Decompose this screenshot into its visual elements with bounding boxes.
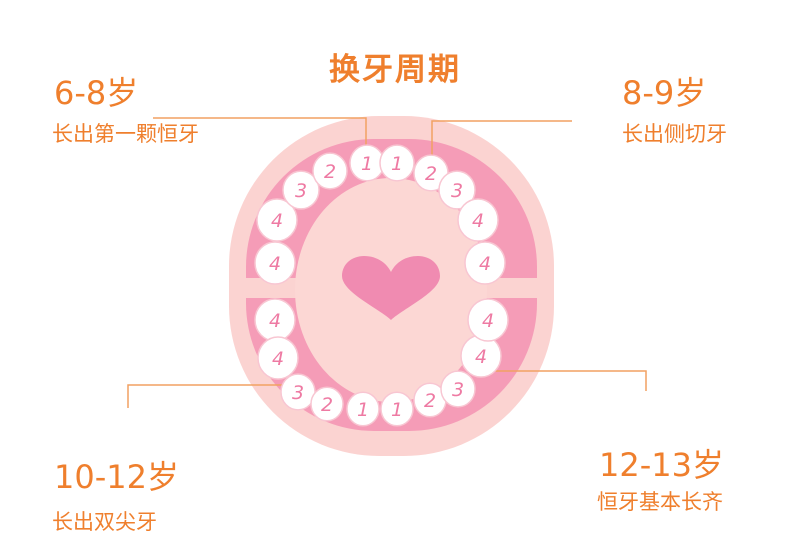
- lower-tooth-number: 4: [272, 348, 284, 370]
- upper-tooth-number: 1: [361, 153, 373, 175]
- upper-tooth: [282, 170, 320, 210]
- lower-tooth: [467, 298, 509, 342]
- callout-line-6-8: [153, 117, 367, 154]
- heart-icon: [342, 256, 440, 320]
- callout-line-12-13: [478, 370, 647, 391]
- upper-tooth-number: 1: [391, 153, 403, 175]
- stage-2-desc: 长出侧切牙: [622, 122, 727, 146]
- upper-tooth: [464, 241, 506, 285]
- upper-tooth-number: 2: [324, 161, 336, 183]
- upper-tooth-number: 4: [269, 253, 281, 275]
- lower-tooth-number: 1: [357, 399, 369, 421]
- lower-tooth-number: 4: [475, 346, 487, 368]
- upper-tooth-number: 4: [472, 210, 484, 232]
- diagram-title: 换牙周期: [329, 52, 461, 88]
- lower-tooth-number: 1: [391, 399, 403, 421]
- stage-4-desc: 恒牙基本长齐: [597, 490, 723, 514]
- lower-tooth-number: 2: [424, 390, 436, 412]
- stage-3-age: 10-12岁: [54, 458, 179, 496]
- upper-tooth: [379, 144, 415, 182]
- lower-tooth-number: 2: [321, 394, 333, 416]
- upper-tooth: [312, 152, 348, 190]
- upper-tooth: [438, 170, 476, 210]
- upper-tooth-number: 2: [425, 163, 437, 185]
- stage-2-age: 8-9岁: [622, 74, 707, 112]
- stage-4-age: 12-13岁: [599, 446, 724, 484]
- lower-tooth: [380, 391, 414, 427]
- upper-tooth-number: 3: [451, 180, 463, 202]
- stage-3-desc: 长出双尖牙: [52, 510, 157, 534]
- upper-tooth-number: 4: [271, 210, 283, 232]
- lower-tooth-number: 3: [292, 382, 304, 404]
- upper-tooth-number: 4: [479, 253, 491, 275]
- lower-tooth: [257, 336, 299, 380]
- callout-line-10-12: [127, 384, 298, 408]
- upper-tooth-number: 3: [295, 180, 307, 202]
- stage-1-desc: 长出第一颗恒牙: [52, 122, 199, 146]
- callout-line-8-9: [431, 120, 572, 156]
- stage-1-age: 6-8岁: [54, 74, 139, 112]
- lower-tooth: [440, 370, 476, 408]
- lower-tooth-number: 3: [452, 379, 464, 401]
- lower-tooth-number: 4: [269, 310, 281, 332]
- lower-tooth-number: 4: [482, 310, 494, 332]
- upper-tooth: [254, 241, 296, 285]
- upper-tooth: [256, 198, 298, 242]
- upper-tooth: [457, 198, 499, 242]
- lower-tooth: [310, 386, 344, 422]
- lower-tooth: [346, 391, 380, 427]
